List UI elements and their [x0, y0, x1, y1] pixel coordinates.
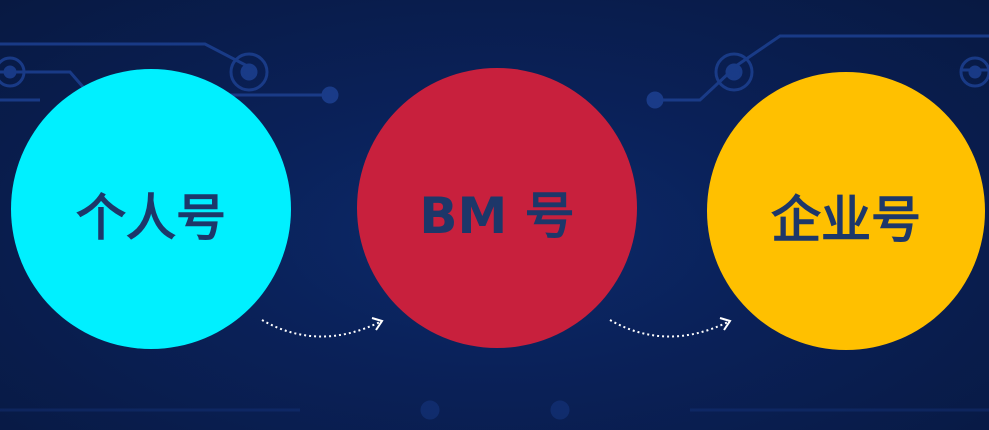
node-enterprise-account: 企业号 — [707, 72, 985, 350]
dotted-arrow-icon — [261, 317, 384, 338]
node-label-enterprise: 企业号 — [771, 191, 921, 249]
node-bm-account: BM 号 — [357, 68, 637, 348]
dotted-arrow-icon — [609, 317, 732, 338]
node-personal-account: 个人号 — [11, 69, 291, 349]
node-label-personal: 个人号 — [76, 189, 226, 247]
node-label-bm: BM 号 — [419, 187, 575, 245]
